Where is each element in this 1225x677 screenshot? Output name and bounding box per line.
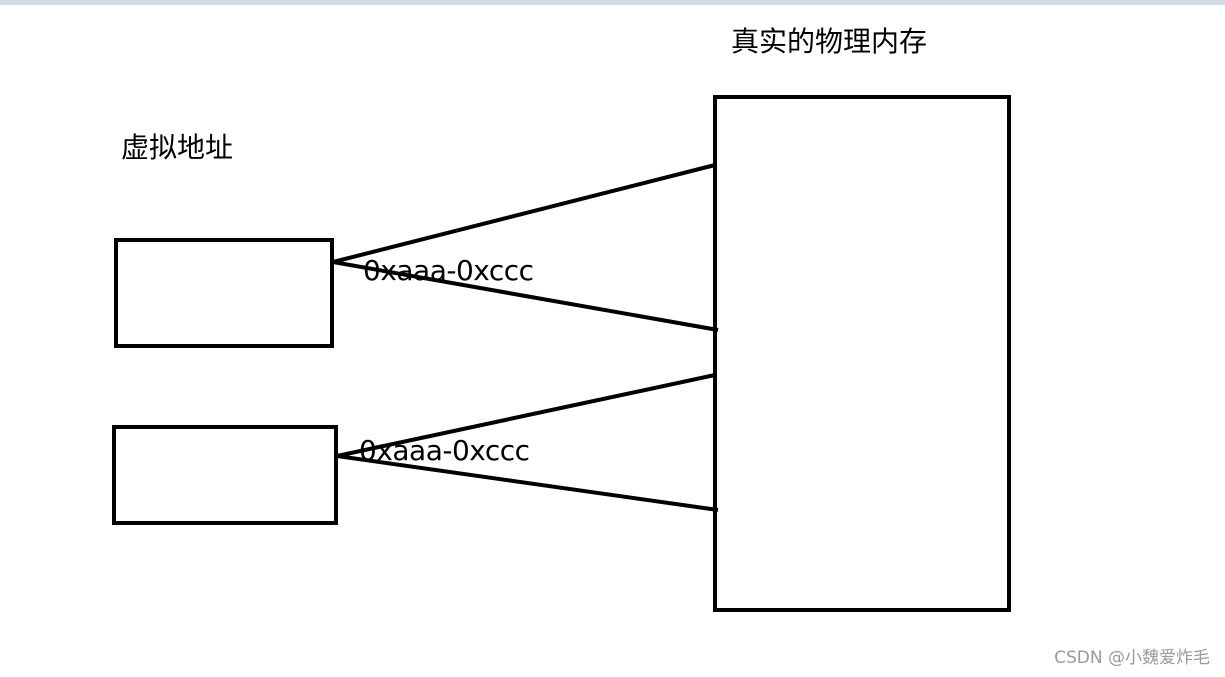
top-border [0,0,1225,5]
mapping-line-2-upper [336,373,716,458]
mapping-line-2-lower [336,454,719,512]
virtual-block-1 [114,238,334,348]
physical-memory-label: 真实的物理内存 [731,25,928,58]
physical-memory-block [713,95,1011,612]
csdn-watermark: CSDN @小魏爱炸毛 [1054,648,1210,668]
virtual-address-label: 虚拟地址 [121,131,234,164]
address-range-label-2: 0xaaa-0xccc [359,434,530,467]
address-range-label-1: 0xaaa-0xccc [363,254,534,287]
mapping-line-1-upper [332,163,716,264]
mapping-line-1-lower [332,260,719,332]
virtual-block-2 [112,425,338,525]
